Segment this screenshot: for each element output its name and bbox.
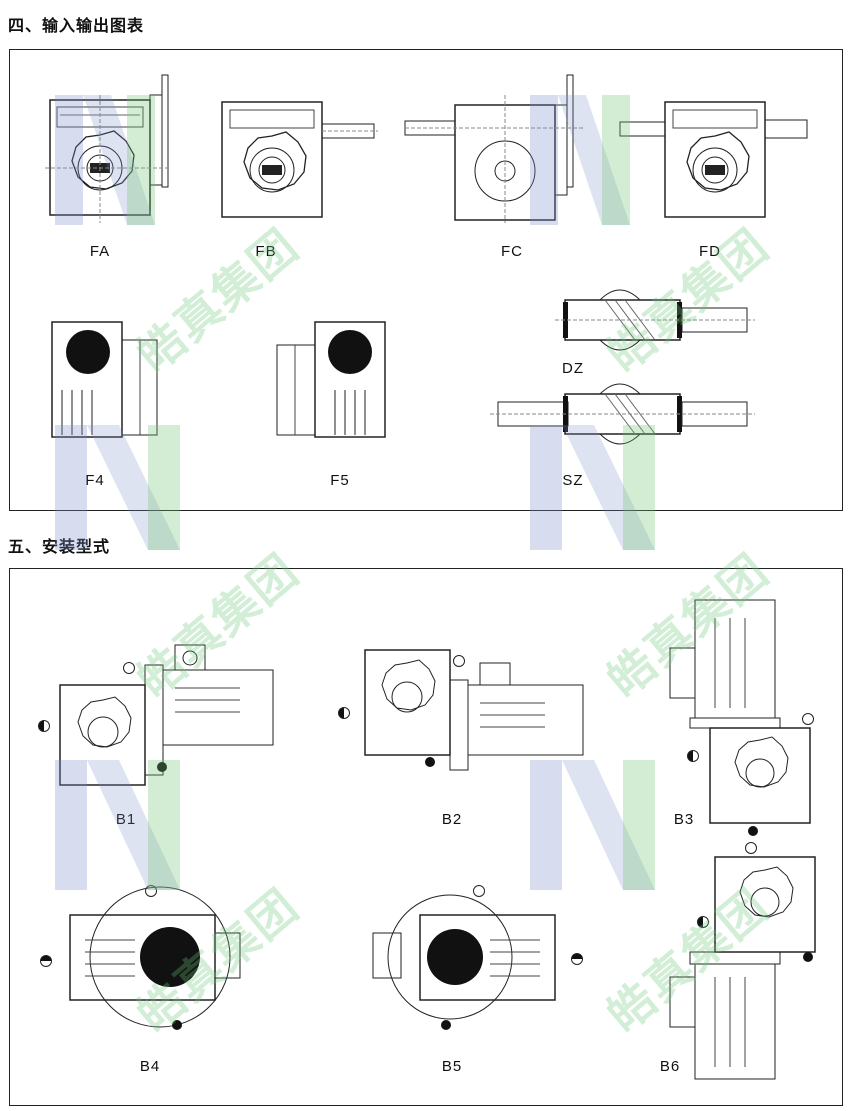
- breather-plug-icon: [145, 885, 157, 897]
- label-f5: F5: [330, 472, 350, 489]
- oil-level-plug-icon: [40, 955, 52, 967]
- gearbox-f5-drawing: [276, 321, 386, 438]
- label-sz: SZ: [562, 472, 584, 489]
- drain-plug-icon: [425, 757, 435, 767]
- section-title-io-chart: 四、输入输出图表: [8, 16, 145, 35]
- gearbox-fc-drawing: [404, 74, 585, 223]
- label-f4: F4: [85, 472, 105, 489]
- diagram-b2: [335, 645, 595, 775]
- diagram-f5: [275, 320, 390, 440]
- label-b4: B4: [139, 1058, 161, 1075]
- gearbox-fb-drawing: [221, 101, 378, 218]
- diagram-b1: [35, 640, 295, 790]
- drain-plug-icon: [441, 1020, 451, 1030]
- breather-plug-icon: [123, 662, 135, 674]
- oil-level-plug-icon: [697, 916, 709, 928]
- diagram-b3: [665, 598, 815, 836]
- label-fb: FB: [255, 243, 277, 260]
- diagram-fc: [404, 74, 590, 225]
- label-dz: DZ: [562, 360, 584, 377]
- diagram-fb: [220, 100, 380, 220]
- oil-level-plug-icon: [38, 720, 50, 732]
- label-b6: B6: [659, 1058, 681, 1075]
- drain-plug-icon: [157, 762, 167, 772]
- oil-level-plug-icon: [687, 750, 699, 762]
- diagram-b6: [665, 842, 820, 1082]
- oil-level-plug-icon: [571, 953, 583, 965]
- label-b3: B3: [673, 811, 695, 828]
- shaft-sz-drawing: [490, 383, 755, 445]
- shaft-dz-drawing: [555, 289, 755, 351]
- diagram-b5: [365, 885, 590, 1035]
- breather-plug-icon: [453, 655, 465, 667]
- mounting-b3-drawing: [669, 599, 811, 824]
- mounting-b2-drawing: [364, 649, 584, 771]
- diagram-dz: [555, 268, 755, 358]
- diagram-fd: [619, 100, 815, 220]
- label-fc: FC: [501, 243, 523, 260]
- drain-plug-icon: [172, 1020, 182, 1030]
- gearbox-fa-drawing: [45, 74, 170, 223]
- mounting-panel: [9, 568, 843, 1106]
- mounting-b1-drawing: [59, 644, 274, 786]
- io-chart-panel: [9, 49, 843, 511]
- mounting-b4-drawing: [69, 886, 241, 1028]
- diagram-f4: [50, 320, 165, 440]
- gearbox-fd-drawing: [619, 101, 808, 218]
- breather-plug-icon: [745, 842, 757, 854]
- breather-plug-icon: [802, 713, 814, 725]
- diagram-sz: [490, 378, 755, 463]
- mounting-b6-drawing: [669, 856, 816, 1080]
- label-b1: B1: [115, 811, 137, 828]
- diagram-fa: [45, 74, 175, 225]
- label-b5: B5: [441, 1058, 463, 1075]
- mounting-b5-drawing: [372, 894, 556, 1020]
- gearbox-f4-drawing: [51, 321, 158, 438]
- oil-level-plug-icon: [338, 707, 350, 719]
- diagram-b4: [40, 885, 260, 1035]
- section-title-mounting: 五、安装型式: [8, 537, 111, 556]
- breather-plug-icon: [473, 885, 485, 897]
- drain-plug-icon: [803, 952, 813, 962]
- drain-plug-icon: [748, 826, 758, 836]
- label-fa: FA: [89, 243, 111, 260]
- label-b2: B2: [441, 811, 463, 828]
- label-fd: FD: [699, 243, 721, 260]
